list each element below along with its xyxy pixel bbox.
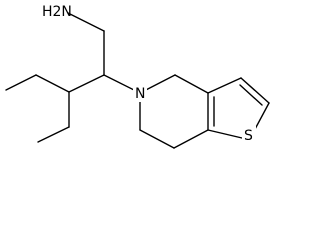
bond-c7-c6: [139, 129, 175, 149]
bond-pentyl-lower-2: [37, 126, 70, 143]
bond-c3a-c3: [207, 77, 242, 94]
bond-pentyl-upper-1: [35, 74, 70, 93]
thiophene-sulfur-label: S: [244, 128, 253, 144]
structure-diagram: H2N N S: [5, 3, 270, 149]
ring-nitrogen-label-bg: [133, 85, 147, 102]
bond-c4-c3a: [174, 74, 209, 94]
bond-c3-c2-double: [239, 84, 263, 106]
bond-c3-c2: [240, 77, 270, 104]
amine-label: H2N: [42, 4, 72, 20]
ring-nitrogen-label: N: [135, 86, 145, 102]
bond-ch-ch-pentyl: [68, 74, 105, 93]
bond-c2-s: [253, 102, 270, 132]
thiophene-sulfur-label-bg: [242, 126, 256, 143]
amine-label-bg: [41, 3, 68, 20]
bond-s-c7a: [207, 129, 243, 139]
bond-pentyl-upper-2: [5, 74, 37, 91]
bond-nh2-ch2: [67, 12, 105, 32]
bond-c7a-c7: [173, 129, 209, 149]
